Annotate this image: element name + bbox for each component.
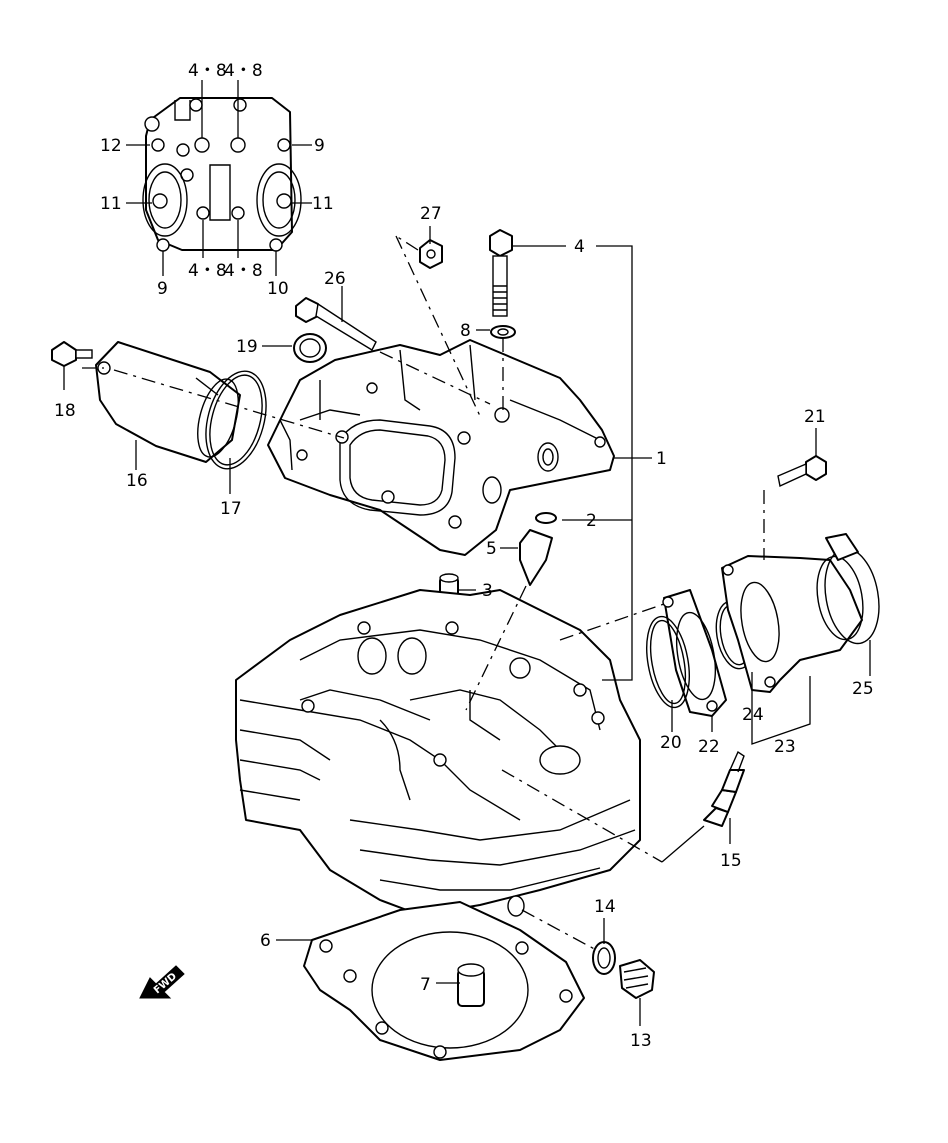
label-4-8-b: 4・8 [224,61,263,81]
o-ring [205,370,267,470]
label-11-right: 11 [312,194,334,214]
bolt-26 [295,297,377,351]
label-17: 17 [220,499,242,519]
label-4-8-a: 4・8 [188,61,227,81]
label-22: 22 [698,737,720,757]
label-12: 12 [100,136,122,156]
part-labels: 4・8 4・8 12 9 11 11 4・8 4・8 9 10 27 4 26 … [54,61,874,1051]
bolt-sequence-inset [126,80,312,276]
tappet-cap [95,341,241,463]
o-ring-20 [646,615,690,709]
plug-13 [619,959,655,999]
cylinder-head [235,589,641,917]
fwd-arrow-icon: FWD [139,965,185,999]
label-21: 21 [804,407,826,427]
label-4-8-c: 4・8 [188,261,227,281]
label-8: 8 [460,321,471,341]
o-ring-2 [535,512,557,524]
seal-19 [293,333,327,363]
washer-8 [490,325,516,339]
label-1: 1 [656,449,667,469]
pin-5 [519,529,553,586]
label-4: 4 [574,237,585,257]
label-10: 10 [267,279,289,299]
label-20: 20 [660,733,682,753]
label-5: 5 [486,539,497,559]
label-23: 23 [774,737,796,757]
gasket-22 [662,589,727,717]
dowel-7 [457,963,485,1007]
label-26: 26 [324,269,346,289]
label-24: 24 [742,705,764,725]
spark-plug [703,750,745,827]
label-18: 18 [54,401,76,421]
clamp-25 [824,533,880,645]
label-6: 6 [260,931,271,951]
intake-pipe [721,555,864,693]
leader-lines [63,226,871,1026]
label-13: 13 [630,1031,652,1051]
label-11-left: 11 [100,194,122,214]
label-14: 14 [594,897,616,917]
label-7: 7 [420,975,431,995]
label-4-8-d: 4・8 [224,261,263,281]
nut-27 [419,239,443,269]
label-15: 15 [720,851,742,871]
gasket-14 [592,941,616,975]
label-19: 19 [236,337,258,357]
label-9-bottom: 9 [157,279,168,299]
label-9-right: 9 [314,136,325,156]
label-2: 2 [586,511,597,531]
bolt-4 [489,229,513,317]
label-3: 3 [482,581,493,601]
label-25: 25 [852,679,874,699]
label-16: 16 [126,471,148,491]
head-gasket [303,901,585,1061]
cylinder-head-cover [267,339,615,556]
label-27: 27 [420,204,442,224]
bolt-18 [51,341,93,367]
screw-21 [777,455,827,488]
